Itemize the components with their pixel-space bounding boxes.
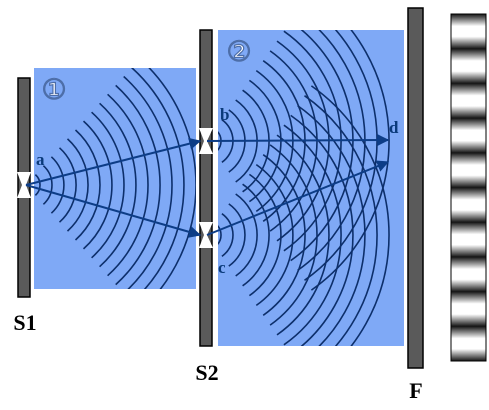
fringe-band bbox=[451, 83, 486, 119]
wavefront-arc bbox=[304, 95, 378, 346]
zone-2-region bbox=[218, 30, 404, 346]
slit-plate-s2 bbox=[199, 29, 213, 347]
fringe-band bbox=[451, 187, 486, 223]
fringe-band bbox=[451, 256, 486, 292]
point-label-c: c bbox=[218, 258, 226, 277]
wavefront-arc bbox=[42, 165, 53, 205]
ray-a-to-b bbox=[25, 137, 202, 186]
wavefront-arc bbox=[221, 213, 234, 257]
fringe-band bbox=[451, 14, 486, 49]
wavefront-arc bbox=[242, 183, 270, 287]
wavefront-arc bbox=[235, 193, 258, 277]
wavefront-arc bbox=[290, 114, 354, 346]
wavefront-arc bbox=[269, 144, 318, 326]
ray-a-to-c bbox=[25, 184, 202, 238]
wavefront-arc bbox=[310, 85, 390, 346]
fringe-band bbox=[451, 326, 486, 361]
wavefront-arc bbox=[91, 111, 125, 259]
wavefront-arc bbox=[276, 134, 330, 336]
pattern-border bbox=[450, 13, 487, 362]
ray-c-to-d bbox=[206, 160, 390, 236]
wavefront-arc bbox=[228, 203, 246, 267]
label-s1: S1 bbox=[13, 310, 36, 335]
point-label-d: d bbox=[389, 118, 399, 137]
wavefront-arc bbox=[123, 75, 173, 289]
zone-1-number: ① bbox=[41, 73, 66, 106]
wavefront-arc bbox=[50, 156, 65, 214]
zone-1-wavefronts bbox=[34, 68, 196, 289]
label-f: F bbox=[409, 378, 422, 403]
wavefront-arc bbox=[283, 124, 342, 346]
point-label-a: a bbox=[36, 150, 45, 169]
wavefront-arc bbox=[148, 68, 196, 289]
ray-arrows bbox=[25, 134, 390, 238]
wavefront-arc bbox=[248, 173, 282, 297]
label-s2: S2 bbox=[195, 360, 218, 385]
screen-f bbox=[407, 7, 424, 369]
fringe-band bbox=[451, 222, 486, 257]
point-label-b: b bbox=[220, 105, 229, 124]
fringe-band bbox=[451, 152, 486, 188]
interference-pattern-icon bbox=[450, 13, 487, 362]
wavefront-arc bbox=[66, 138, 89, 232]
wavefront-arc bbox=[131, 68, 185, 289]
wavefront-arc bbox=[82, 120, 113, 250]
wavefront-arc bbox=[99, 102, 137, 268]
wavefront-arc bbox=[107, 93, 149, 277]
wavefront-arc bbox=[255, 163, 294, 307]
wavefront-arc bbox=[58, 147, 77, 223]
wavefront-arc bbox=[34, 174, 41, 196]
fringe-band bbox=[451, 291, 486, 327]
wavefront-arc bbox=[262, 154, 306, 316]
fringe-band bbox=[451, 48, 486, 84]
slit-plate-s1 bbox=[17, 77, 31, 298]
wavefront-arc bbox=[74, 129, 101, 241]
wavefront-arc bbox=[115, 84, 161, 286]
wavefront-arc bbox=[297, 104, 366, 346]
wavefront-arc bbox=[218, 225, 222, 245]
ray-b-to-d bbox=[206, 134, 390, 147]
zone-2-number: ② bbox=[226, 35, 251, 68]
fringe-band bbox=[451, 118, 486, 153]
